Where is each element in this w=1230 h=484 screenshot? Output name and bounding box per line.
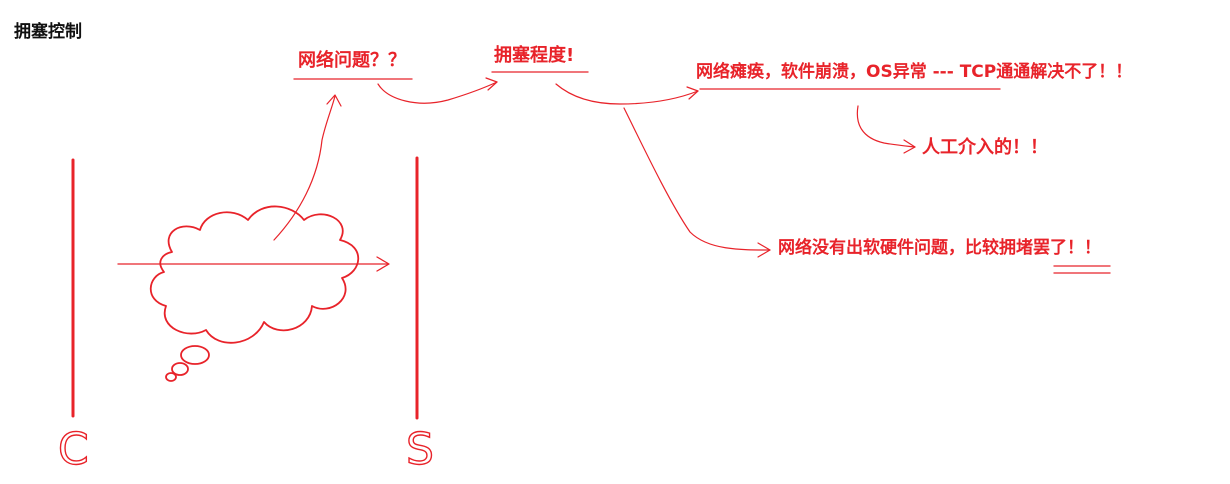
level-to-paralysis-arrow	[555, 83, 699, 105]
page-title: 拥塞控制	[14, 22, 82, 42]
cloud-bubble-small	[165, 372, 177, 382]
network-question-note: 网络问题？？	[298, 50, 406, 71]
client-to-server-arrowhead	[376, 256, 390, 272]
level-to-mild-arrowhead	[757, 242, 771, 258]
client-label: C	[58, 424, 89, 475]
question-to-level-arrow	[377, 81, 498, 104]
manual-intervention-note: 人工介入的！！	[922, 137, 1048, 158]
mild-congestion-note: 网络没有出软硬件问题，比较拥堵罢了！！	[778, 238, 1101, 258]
paralysis-to-manual-arrow	[856, 105, 916, 148]
congestion-level-note: 拥塞程度!	[494, 45, 575, 66]
cloud-bubble-large	[180, 345, 210, 365]
server-label: S	[406, 424, 434, 475]
cloud-to-question-arrowhead	[326, 94, 342, 107]
question-to-level-arrowhead	[485, 77, 498, 91]
cloud-to-question-arrow	[273, 95, 336, 241]
level-to-mild-arrow	[623, 107, 771, 251]
network-paralysis-note: 网络瘫痪，软件崩溃，OS异常 --- TCP通通解决不了！！	[696, 62, 1133, 82]
paralysis-to-manual-arrowhead	[903, 139, 916, 154]
level-to-paralysis-arrowhead	[686, 86, 699, 100]
cloud-bubble-medium	[171, 362, 189, 376]
network-cloud	[149, 205, 360, 344]
